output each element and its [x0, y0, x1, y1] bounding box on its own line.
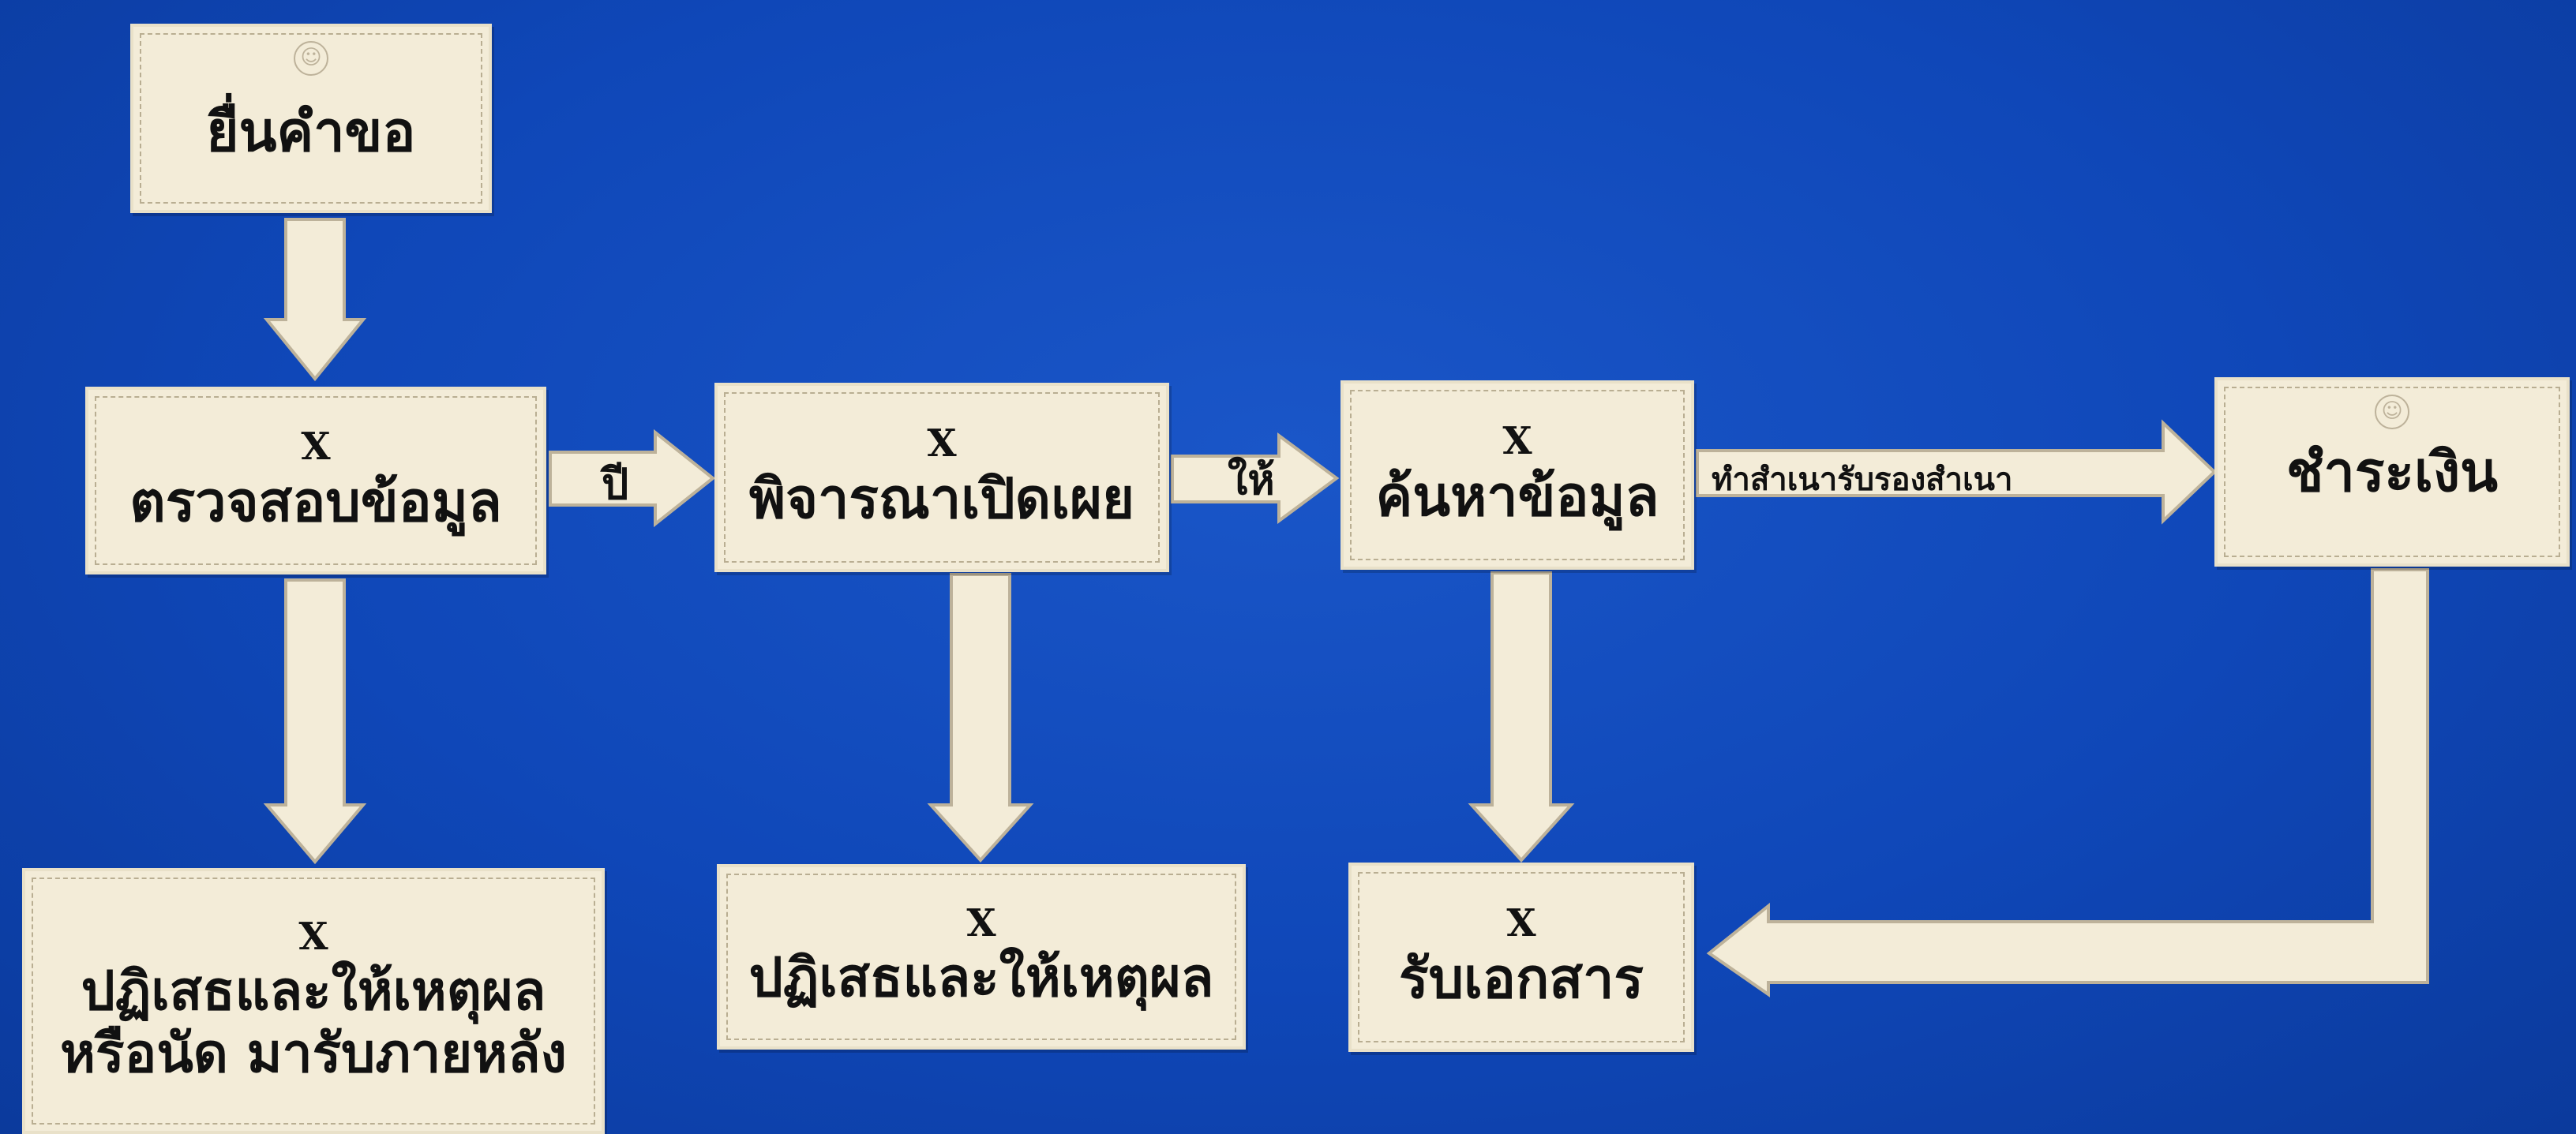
node-label: พิจารณาเปิดเผย — [748, 465, 1135, 531]
node-label: ยื่นคำขอ — [206, 98, 416, 164]
smiley-icon: ☺ — [2375, 395, 2409, 429]
node-label: รับเอกสาร — [1398, 945, 1644, 1011]
node-label: ค้นหาข้อมูล — [1375, 462, 1659, 529]
node-receive: X รับเอกสาร — [1348, 863, 1694, 1052]
arrow-consider-to-search — [1171, 432, 1340, 524]
node-pay: ☺ ชำระเงิน — [2214, 377, 2570, 567]
edge-label-search-pay: ทำสำเนารับรองสำเนา — [1712, 461, 2013, 498]
edge-label-verify-consider: ปี — [602, 458, 629, 509]
node-consider: X พิจารณาเปิดเผย — [714, 383, 1169, 572]
arrow-consider-to-reject — [927, 573, 1034, 863]
x-mark: X — [1506, 900, 1536, 945]
arrow-submit-to-verify — [263, 218, 367, 382]
x-mark: X — [298, 915, 328, 960]
node-reject: X ปฏิเสธและให้เหตุผล — [717, 864, 1246, 1050]
x-mark: X — [927, 421, 957, 466]
x-mark: X — [1502, 418, 1532, 463]
arrow-search-to-pay — [1696, 419, 2217, 525]
node-label-line2: หรือนัด มารับภายหลัง — [60, 1021, 567, 1085]
x-mark: X — [966, 901, 996, 946]
arrow-verify-to-consider — [549, 429, 716, 528]
edge-label-consider-search: ให้ — [1228, 456, 1275, 504]
node-label-line1: ปฏิเสธและให้เหตุผล — [81, 960, 546, 1024]
arrow-search-to-receive — [1468, 571, 1575, 863]
node-label: ชำระเงิน — [2286, 438, 2498, 504]
node-verify: X ตรวจสอบข้อมูล — [85, 387, 546, 574]
node-submit: ☺ ยื่นคำขอ — [130, 24, 492, 213]
node-label: ปฏิเสธและให้เหตุผล — [748, 946, 1214, 1010]
x-mark: X — [301, 424, 331, 469]
smiley-icon: ☺ — [294, 41, 328, 76]
node-search: X ค้นหาข้อมูล — [1340, 380, 1694, 570]
node-label: ตรวจสอบข้อมูล — [129, 468, 502, 534]
arrow-verify-to-reject — [263, 578, 367, 865]
node-reject-or-later: X ปฏิเสธและให้เหตุผล หรือนัด มารับภายหลั… — [22, 868, 605, 1134]
arrow-pay-to-receive — [1706, 568, 2429, 997]
